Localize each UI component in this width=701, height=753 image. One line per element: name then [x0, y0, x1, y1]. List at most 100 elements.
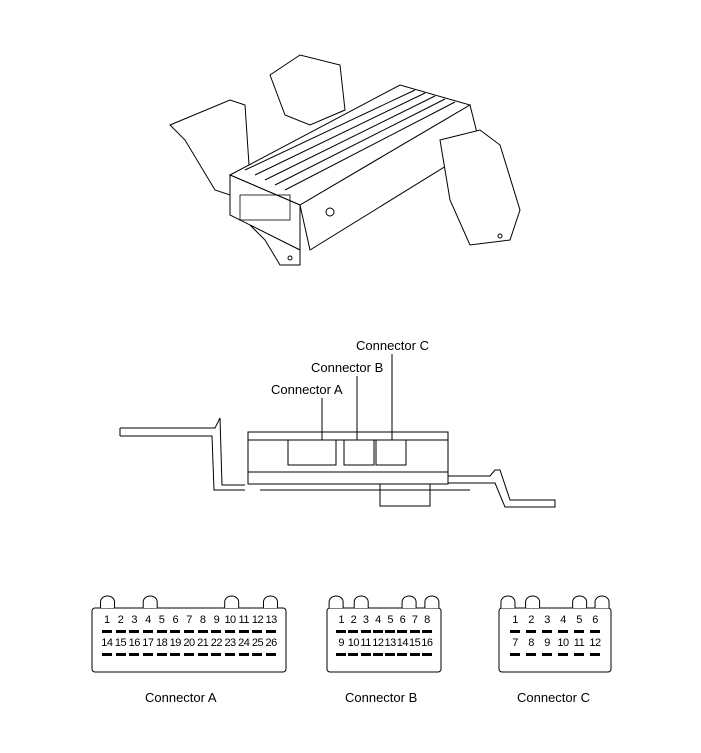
pin-number: 8: [424, 614, 430, 626]
latch-tab: [525, 595, 541, 608]
pin-number: 11: [573, 637, 585, 649]
pin-marker: [115, 653, 126, 656]
pin-number: 8: [199, 614, 206, 626]
pin-number: 4: [375, 614, 381, 626]
latch-tab: [401, 595, 417, 608]
pin-number: 15: [409, 637, 421, 649]
pin-marker: [336, 630, 347, 633]
latch-tab: [500, 595, 516, 608]
pin-number: 7: [512, 637, 518, 649]
latch-tab: [572, 595, 588, 608]
pin-number: 13: [384, 637, 397, 649]
pin-marker: [372, 653, 383, 656]
pin-number: 9: [544, 637, 550, 649]
pin-marker: [266, 630, 277, 633]
connector-face-outline: [498, 607, 612, 673]
pin-number: 4: [560, 614, 566, 626]
pin-number: 17: [142, 637, 154, 649]
pin-marker: [156, 653, 167, 656]
pin-number: 14: [396, 637, 409, 649]
pin-number: 3: [544, 614, 550, 626]
pin-marker: [336, 653, 347, 656]
connector-outlines: [91, 595, 612, 673]
latch-tab: [353, 595, 369, 608]
pin-number: 21: [197, 637, 209, 649]
latch-tab: [328, 595, 344, 608]
pin-number: 26: [265, 637, 278, 649]
pin-marker: [590, 653, 600, 656]
pin-number: 1: [512, 614, 518, 626]
pin-marker: [266, 653, 277, 656]
connector-caption: Connector C: [517, 690, 590, 705]
pin-number: 12: [251, 614, 264, 626]
pin-number: 20: [183, 637, 195, 649]
pin-number: 9: [213, 614, 220, 626]
latch-tab: [594, 595, 610, 608]
connector-caption: Connector B: [345, 690, 418, 705]
pin-number: 2: [528, 614, 534, 626]
pin-number: 23: [224, 637, 236, 649]
connector-caption: Connector A: [145, 690, 217, 705]
pin-marker: [348, 630, 359, 633]
pin-marker: [421, 630, 432, 633]
pin-marker: [510, 653, 520, 656]
pin-number: 7: [411, 614, 418, 626]
pin-number: 10: [347, 637, 360, 649]
pin-number: 5: [576, 614, 582, 626]
pin-marker: [510, 630, 520, 633]
pin-number: 10: [224, 614, 236, 626]
callout-connector-a: Connector A: [271, 382, 343, 397]
pin-marker: [385, 653, 396, 656]
pin-marker: [211, 653, 222, 656]
pin-number: 22: [210, 637, 223, 649]
pin-number: 16: [421, 637, 433, 649]
pin-marker: [184, 653, 194, 656]
pin-marker: [574, 630, 584, 633]
pin-number: 10: [557, 637, 569, 649]
connector-face-outline: [91, 607, 287, 673]
connector-face-outline: [326, 607, 442, 673]
pin-number: 12: [589, 637, 601, 649]
pin-number: 11: [238, 614, 250, 626]
pin-number: 12: [372, 637, 384, 649]
pin-marker: [574, 653, 584, 656]
pin-number: 16: [128, 637, 141, 649]
pin-marker: [360, 653, 371, 656]
pin-marker: [397, 630, 408, 633]
pin-marker: [129, 653, 140, 656]
pin-marker: [115, 630, 126, 633]
pin-marker: [385, 630, 396, 633]
amplifier-isometric-drawing: [169, 54, 521, 266]
pin-marker: [526, 653, 536, 656]
pin-marker: [421, 653, 432, 656]
pin-marker: [142, 630, 153, 633]
pin-number: 9: [338, 637, 344, 649]
pin-marker: [409, 630, 420, 633]
pin-number: 8: [528, 637, 534, 649]
pin-number: 6: [399, 614, 406, 626]
pin-marker: [348, 653, 359, 656]
pin-number: 5: [387, 614, 393, 626]
pin-number: 25: [251, 637, 264, 649]
latch-tab: [424, 595, 440, 608]
pin-number: 18: [155, 637, 168, 649]
latch-tab: [224, 595, 240, 608]
pin-marker: [252, 630, 263, 633]
pin-number: 19: [169, 637, 182, 649]
pin-marker: [238, 630, 249, 633]
pin-marker: [542, 630, 552, 633]
pin-marker: [409, 653, 420, 656]
pin-marker: [211, 630, 222, 633]
pin-number: 3: [131, 614, 138, 626]
pin-marker: [170, 653, 181, 656]
pin-number: 2: [117, 614, 124, 626]
pin-marker: [101, 630, 112, 633]
latch-tab: [142, 595, 158, 608]
pin-number: 6: [172, 614, 179, 626]
callout-connector-c: Connector C: [356, 338, 429, 353]
pin-marker: [197, 653, 208, 656]
pin-marker: [184, 630, 194, 633]
pin-marker: [197, 630, 208, 633]
